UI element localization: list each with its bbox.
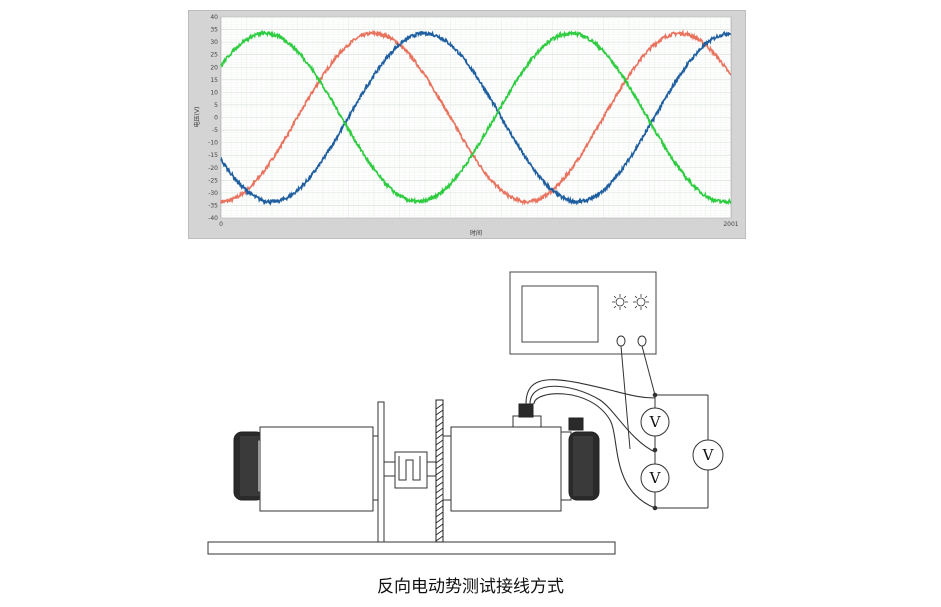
wiring-diagram: V V V [207,271,724,555]
probe-lead-1 [620,345,631,450]
voltmeter-3: V [692,439,724,471]
figure-caption: 反向电动势测试接线方式 [377,577,564,597]
y-tick-label: 35 [210,27,218,34]
voltmeter-label: V [649,413,662,431]
y-axis-label: 电压(V) [193,107,201,128]
shaft-coupling [384,451,436,489]
y-tick-label: -25 [208,177,218,184]
base-plate [207,541,616,555]
oscilloscope-screen [521,285,599,343]
y-tick-label: -5 [212,127,218,134]
y-tick-label: 40 [210,14,218,21]
series-line-1 [220,29,732,206]
x-tick-label: 2001 [723,221,738,228]
left-bracket [377,401,385,543]
phase-lead-c [533,393,656,509]
x-axis-label: 时间 [470,229,482,237]
oscilloscope-knob-icon [633,294,649,310]
y-tick-labels: 40 35 30 25 20 15 10 5 0 -5 -10 -15 -20 -25 -30 -35 -40 [208,14,218,222]
phase-lead-a [525,379,656,405]
y-tick-label: 5 [214,102,218,109]
y-tick-label: 20 [210,64,218,71]
y-tick-label: 15 [210,77,218,84]
phase-lead-b [529,385,656,453]
y-tick-label: -15 [208,152,218,159]
left-motor [233,426,381,512]
x-tick-label: 0 [219,221,223,228]
y-tick-label: -35 [208,202,218,209]
y-tick-label: -30 [208,190,218,197]
waveform-chart: 4035302520151050-5-10-15-20-25-30-35-40 … [193,14,739,237]
series-line-2 [220,30,732,206]
y-tick-label: -10 [208,140,218,147]
oscilloscope-knob-icon [612,294,628,310]
voltmeter-1: V [640,407,670,437]
y-tick-label: -40 [208,215,218,222]
oscilloscope [509,271,657,355]
y-tick-label: 0 [214,115,218,122]
voltmeter-network [652,392,709,511]
voltmeter-label: V [702,446,715,464]
junction-dot [652,447,658,453]
voltmeter-2: V [640,463,670,493]
right-motor [442,403,600,512]
series-line-3 [220,29,732,205]
junction-dot [652,505,658,511]
y-tick-label: 10 [210,89,218,96]
voltmeter-label: V [649,469,662,487]
mounting-plate [435,399,444,543]
junction-dot [652,392,658,398]
y-tick-label: -20 [208,165,218,172]
probe-lead-2 [641,345,656,396]
y-tick-label: 25 [210,52,218,59]
series-layer [220,29,732,206]
y-tick-label: 30 [210,39,218,46]
